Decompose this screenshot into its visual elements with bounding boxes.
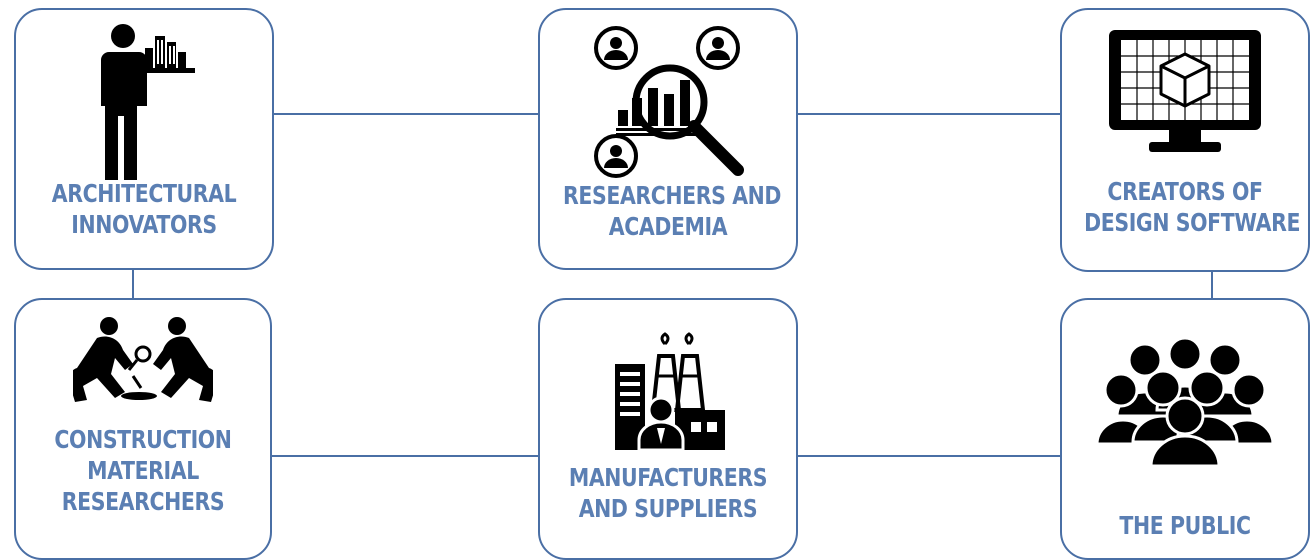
label-line: INNOVATORS: [71, 210, 217, 239]
node-manufacturers: MANUFACTURERS AND SUPPLIERS: [538, 298, 798, 560]
node-researchers-academia: RESEARCHERS AND ACADEMIA: [538, 8, 798, 270]
label-line: CONSTRUCTION: [54, 425, 232, 454]
node-architectural-innovators: ARCHITECTURAL INNOVATORS: [14, 8, 274, 270]
node-label: ARCHITECTURAL INNOVATORS: [39, 178, 249, 240]
node-construction-material: CONSTRUCTION MATERIAL RESEARCHERS: [14, 298, 272, 560]
label-line: DESIGN SOFTWARE: [1084, 208, 1301, 237]
label-line: THE PUBLIC: [1119, 511, 1251, 540]
node-label: MANUFACTURERS AND SUPPLIERS: [563, 462, 773, 524]
node-label: CONSTRUCTION MATERIAL RESEARCHERS: [39, 424, 247, 517]
label-line: ACADEMIA: [608, 212, 728, 241]
node-label: CREATORS OF DESIGN SOFTWARE: [1084, 176, 1301, 238]
label-line: RESEARCHERS: [61, 487, 225, 516]
label-line: RESEARCHERS AND: [563, 181, 782, 210]
label-line: MATERIAL: [87, 456, 199, 485]
label-line: AND SUPPLIERS: [578, 494, 758, 523]
two-researchers-inspecting-icon: [16, 316, 270, 406]
node-label: RESEARCHERS AND ACADEMIA: [563, 180, 782, 242]
label-line: CREATORS OF: [1107, 177, 1263, 206]
node-public: THE PUBLIC: [1060, 298, 1310, 560]
person-holding-building-tray-icon: [16, 22, 272, 182]
label-line: MANUFACTURERS: [568, 463, 768, 492]
label-line: ARCHITECTURAL: [51, 179, 237, 208]
factory-worker-icon: [540, 332, 796, 452]
node-design-software: CREATORS OF DESIGN SOFTWARE: [1060, 8, 1310, 272]
crowd-icon: [1062, 338, 1308, 468]
monitor-cube-icon: [1062, 26, 1308, 156]
research-magnifier-people-icon: [540, 22, 796, 182]
node-label: THE PUBLIC: [1084, 510, 1286, 541]
